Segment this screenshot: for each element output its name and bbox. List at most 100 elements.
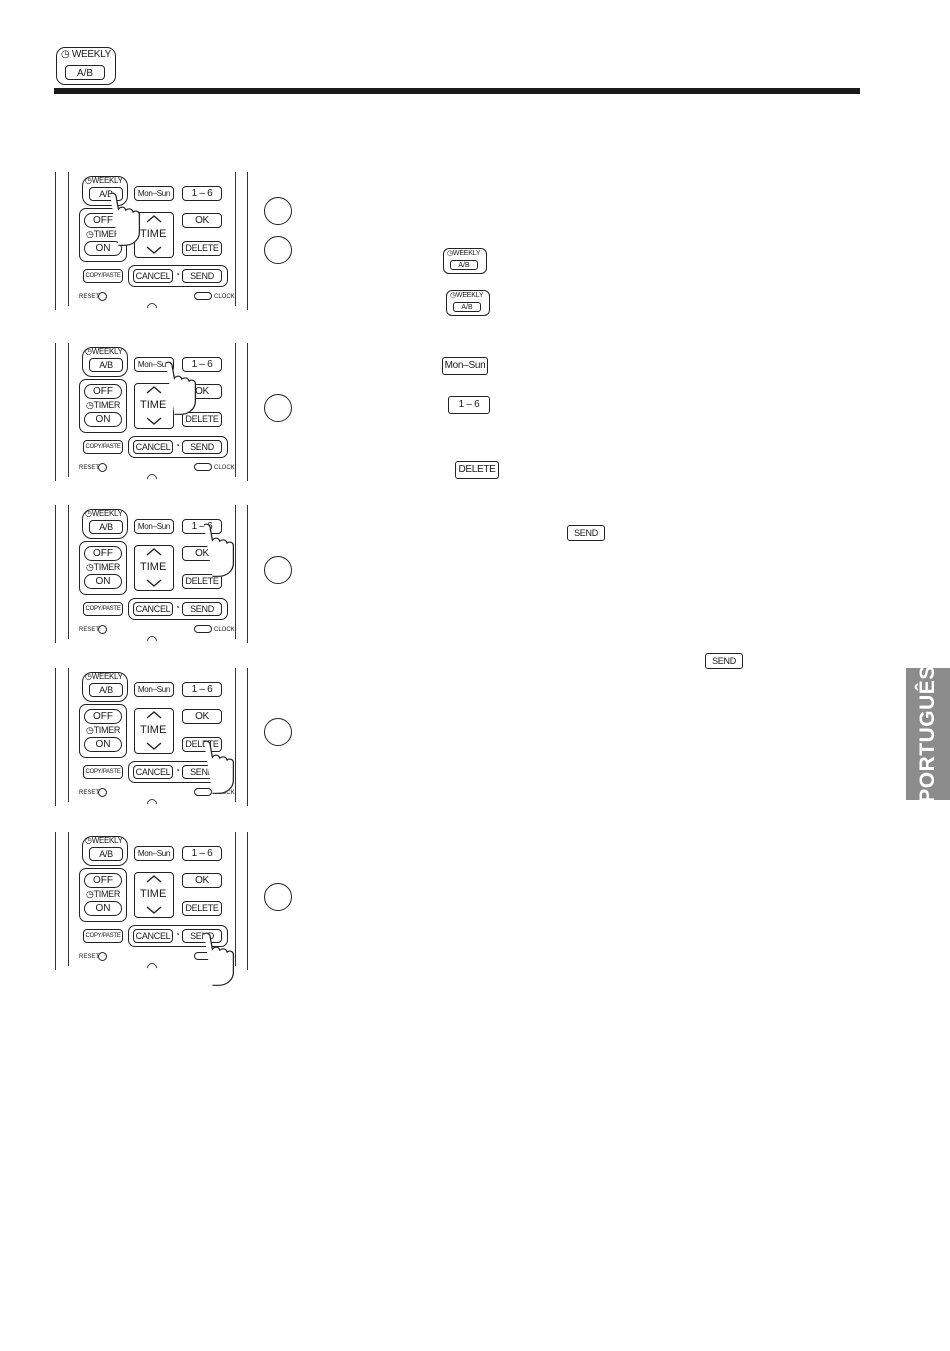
copy-paste-button: COPY/PASTE: [83, 440, 123, 454]
mon-sun-button: Mon–Sun: [134, 846, 174, 861]
chevron-up-icon: [146, 711, 162, 719]
mon-sun-button: Mon–Sun: [134, 186, 174, 201]
reset-label: RESET: [79, 465, 100, 471]
delete-button: DELETE: [182, 737, 222, 752]
reset-label: RESET: [79, 294, 100, 300]
inline-weekly-button-icon-2: ◷WEEKLY A/B: [446, 290, 490, 316]
time-button: [134, 708, 174, 754]
off-button: OFF: [84, 546, 122, 561]
mon-sun-button: Mon–Sun: [134, 682, 174, 697]
copy-paste-button: COPY/PASTE: [83, 269, 123, 283]
pointing-hand-icon: [203, 523, 235, 577]
clock-button: [194, 788, 212, 796]
inline-send-button-icon: SEND: [567, 525, 605, 541]
off-button: OFF: [84, 873, 122, 888]
chevron-up-icon: [146, 875, 162, 883]
remote-panel-5: ◷WEEKLY A/B Mon–Sun 1 – 6 OFF ◷TIMER ON …: [55, 832, 248, 986]
off-button: OFF: [84, 709, 122, 724]
copy-paste-button: COPY/PASTE: [83, 765, 123, 779]
timer-group: [79, 541, 127, 595]
language-tab-label: PORTUGUÊS: [916, 665, 939, 803]
ab-button: A/B: [89, 520, 123, 534]
ok-button: OK: [182, 709, 222, 724]
reset-button: [98, 952, 107, 961]
cancel-button: CANCEL: [133, 269, 173, 283]
pointing-hand-icon: [109, 192, 141, 246]
remote-panel-3: ◷WEEKLY A/B Mon–Sun 1 – 6 OFF ◷TIMER ON …: [55, 505, 248, 649]
inline-mon-sun-button-icon: Mon–Sun: [442, 357, 488, 375]
cancel-button: CANCEL: [133, 765, 173, 779]
clock-label: CLOCK: [214, 627, 235, 633]
time-button: [134, 383, 174, 429]
delete-button: DELETE: [182, 574, 222, 589]
step-circle-1: [264, 197, 292, 225]
copy-paste-button: COPY/PASTE: [83, 929, 123, 943]
delete-button: DELETE: [182, 241, 222, 256]
ab-button: A/B: [89, 847, 123, 861]
pointing-hand-icon: [165, 361, 197, 415]
timer-group: [79, 704, 127, 758]
language-side-tab: PORTUGUÊS: [906, 665, 950, 803]
pointing-hand-icon: [203, 740, 235, 794]
send-button: SEND: [182, 602, 222, 616]
clock-label: CLOCK: [214, 294, 235, 300]
step-circle-5: [264, 718, 292, 746]
on-button: ON: [84, 574, 122, 589]
time-label: TIME: [140, 399, 167, 411]
cancel-button: CANCEL: [133, 440, 173, 454]
reset-label: RESET: [79, 790, 100, 796]
remote-panel-1: ◷WEEKLY A/B Mon–Sun 1 – 6 OFF ◷TIMER ON …: [55, 172, 248, 316]
chevron-down-icon: [146, 742, 162, 750]
ab-button: A/B: [89, 358, 123, 372]
send-button: SEND: [182, 440, 222, 454]
remote-plate: [68, 832, 236, 966]
signal-icon: ◔: [175, 270, 180, 279]
step-circle-3: [264, 394, 292, 422]
cancel-send-group: [128, 925, 228, 947]
ab-button: A/B: [89, 683, 123, 697]
one-six-button: 1 – 6: [182, 357, 222, 372]
remote-plate: [68, 172, 236, 306]
time-button: [134, 872, 174, 918]
timer-label: ◷TIMER: [86, 889, 121, 899]
cancel-button: CANCEL: [133, 602, 173, 616]
signal-icon: ◔: [175, 930, 180, 939]
reset-label: RESET: [79, 627, 100, 633]
reset-button: [98, 788, 107, 797]
on-button: ON: [84, 412, 122, 427]
weekly-label: ◷ WEEKLY: [61, 49, 112, 60]
timer-label: ◷TIMER: [86, 400, 121, 410]
cancel-send-group: [128, 598, 228, 620]
chevron-up-icon: [146, 548, 162, 556]
weekly-label: ◷WEEKLY: [85, 176, 123, 185]
inline-send-button-icon-2: SEND: [705, 653, 743, 669]
cancel-send-group: [128, 265, 228, 287]
on-button: ON: [84, 901, 122, 916]
chevron-down-icon: [146, 417, 162, 425]
step-circle-2: [264, 236, 292, 264]
ok-button: OK: [182, 213, 222, 228]
remote-panel-2: ◷WEEKLY A/B Mon–Sun 1 – 6 OFF ◷TIMER ON …: [55, 343, 248, 487]
inline-one-six-button-icon: 1 – 6: [448, 396, 490, 414]
remote-plate: [68, 505, 236, 639]
off-button: OFF: [84, 384, 122, 399]
time-label: TIME: [140, 228, 167, 240]
weekly-label: ◷WEEKLY: [85, 347, 123, 356]
one-six-button: 1 – 6: [182, 519, 222, 534]
step-circle-4: [264, 556, 292, 584]
pointing-hand-icon: [203, 932, 235, 986]
inline-delete-button-icon: DELETE: [455, 461, 499, 479]
reset-button: [98, 292, 107, 301]
clock-button: [194, 292, 212, 300]
one-six-button: 1 – 6: [182, 846, 222, 861]
chevron-up-icon: [146, 386, 162, 394]
step-circle-6: [264, 883, 292, 911]
reset-label: RESET: [79, 954, 100, 960]
inline-weekly-button-icon: ◷WEEKLY A/B: [443, 248, 487, 274]
ab-label: A/B: [65, 65, 105, 80]
mon-sun-button: Mon–Sun: [134, 357, 174, 372]
timer-label: ◷TIMER: [86, 229, 121, 239]
timer-label: ◷TIMER: [86, 725, 121, 735]
weekly-label: ◷WEEKLY: [85, 509, 123, 518]
chevron-down-icon: [146, 579, 162, 587]
